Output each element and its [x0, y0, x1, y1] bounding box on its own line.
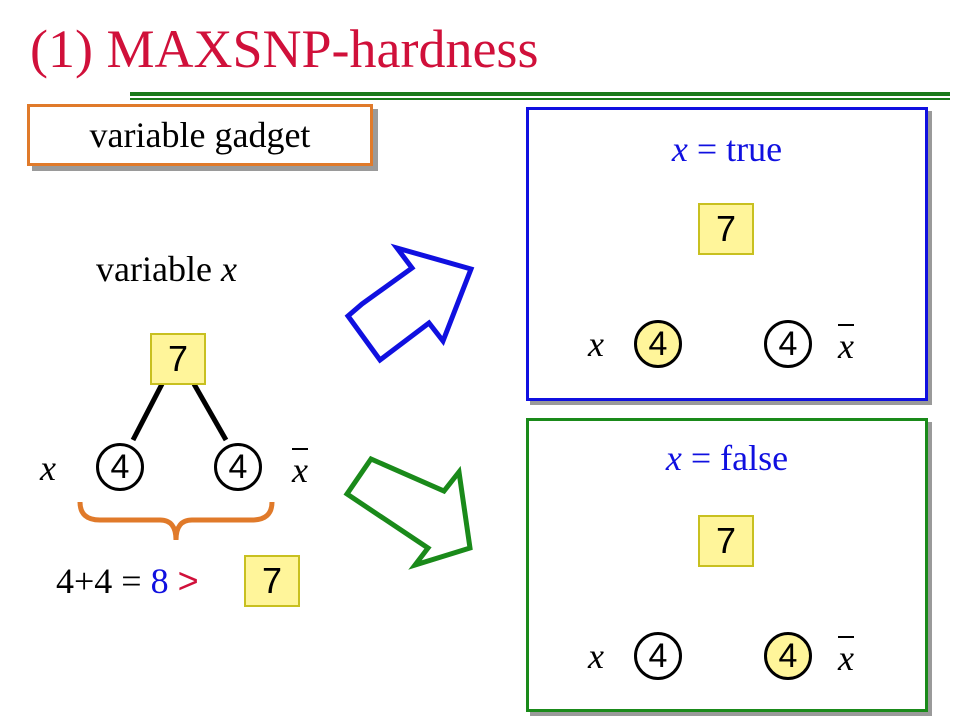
- brace-shape: [77, 501, 275, 541]
- true-node-x: 4: [634, 320, 682, 368]
- false-case-label-var: x: [665, 438, 682, 478]
- left-edge-top-to-right: [191, 382, 229, 442]
- inequality-operator: >: [177, 560, 199, 601]
- true-case-label-var: x: [671, 129, 688, 169]
- gadget-label: variable gadget: [89, 115, 311, 155]
- left-top-node: 7: [150, 333, 206, 385]
- left-node-x: 4: [96, 443, 144, 491]
- false-literal-x: x: [588, 636, 604, 676]
- arrow-to-false: [343, 455, 473, 570]
- left-literal-x: x: [40, 448, 56, 488]
- true-literal-not-x: x: [838, 324, 854, 366]
- title-divider-thin: [130, 98, 950, 100]
- variable-caption-prefix: variable: [96, 249, 221, 289]
- false-node-x: 4: [634, 632, 682, 680]
- variable-caption: variable x: [96, 248, 237, 290]
- left-edge-top-to-left: [130, 382, 165, 442]
- title-divider: [130, 92, 950, 96]
- inequality: 4+4 = 8 >: [56, 560, 199, 602]
- false-literal-not-x: x: [838, 636, 854, 678]
- false-case-label: x = false: [529, 437, 925, 479]
- false-top-node: 7: [698, 515, 754, 567]
- true-case-label-text: = true: [687, 129, 783, 169]
- true-case-label: x = true: [529, 128, 925, 170]
- inequality-sum: 4+4 =: [56, 561, 151, 601]
- true-node-not-x: 4: [764, 320, 812, 368]
- true-top-node: 7: [698, 203, 754, 255]
- false-case-label-text: = false: [681, 438, 789, 478]
- arrow-to-true: [344, 243, 475, 364]
- true-literal-x: x: [588, 324, 604, 364]
- variable-caption-var: x: [220, 249, 237, 289]
- gadget-label-box: variable gadget: [27, 104, 373, 166]
- false-node-not-x: 4: [764, 632, 812, 680]
- inequality-compare-node: 7: [244, 555, 300, 607]
- inequality-result: 8: [150, 561, 169, 601]
- slide-title: (1) MAXSNP-hardness: [30, 19, 539, 79]
- false-case-panel: x = false: [526, 418, 928, 712]
- left-literal-not-x: x: [292, 448, 308, 490]
- left-node-not-x: 4: [214, 443, 262, 491]
